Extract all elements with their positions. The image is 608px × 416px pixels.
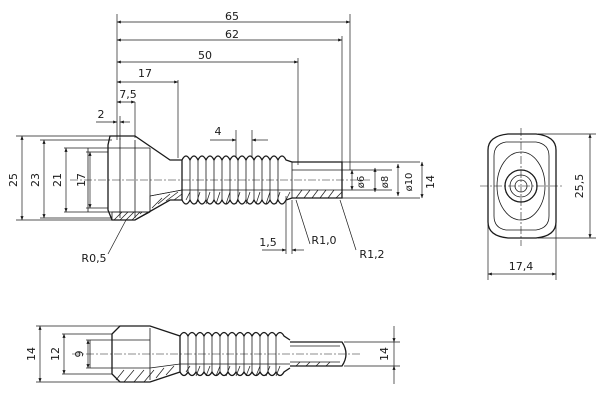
dim-dia-6: ø6 (356, 176, 367, 188)
radius-r1-2: R1,2 (359, 248, 384, 261)
dim-dia-25: 25 (7, 173, 20, 187)
bottom-dim-12: 12 (49, 347, 62, 361)
dim-dia-17: 17 (75, 173, 88, 187)
dim-pitch: 4 (215, 125, 222, 138)
dim-length-1-5: 1,5 (259, 236, 277, 249)
dim-overall-length: 65 (225, 10, 239, 23)
dim-dia-10: ø10 (404, 173, 415, 192)
dim-length-62: 62 (225, 28, 239, 41)
end-view-height: 25,5 (573, 174, 586, 199)
bottom-view: 14 12 9 14 (25, 325, 400, 384)
bottom-dim-14-left: 14 (25, 347, 38, 361)
side-view: 65 62 50 17 7,5 2 4 1,5 (7, 10, 437, 265)
dim-length-2: 2 (98, 108, 105, 121)
radius-r1-0: R1,0 (311, 234, 336, 247)
dim-dia-23: 23 (29, 173, 42, 187)
bottom-dim-14-right: 14 (378, 347, 391, 361)
end-view: 25,5 17,4 (480, 128, 596, 280)
dim-length-7-5: 7,5 (119, 88, 137, 101)
dim-length-17: 17 (138, 67, 152, 80)
dim-dia-8: ø8 (380, 176, 391, 188)
dim-length-50: 50 (198, 49, 212, 62)
bottom-dim-9: 9 (73, 351, 86, 358)
end-view-width: 17,4 (509, 260, 534, 273)
dim-dia-14: 14 (424, 175, 437, 189)
dim-dia-21: 21 (51, 173, 64, 187)
radius-r0-5: R0,5 (81, 252, 106, 265)
